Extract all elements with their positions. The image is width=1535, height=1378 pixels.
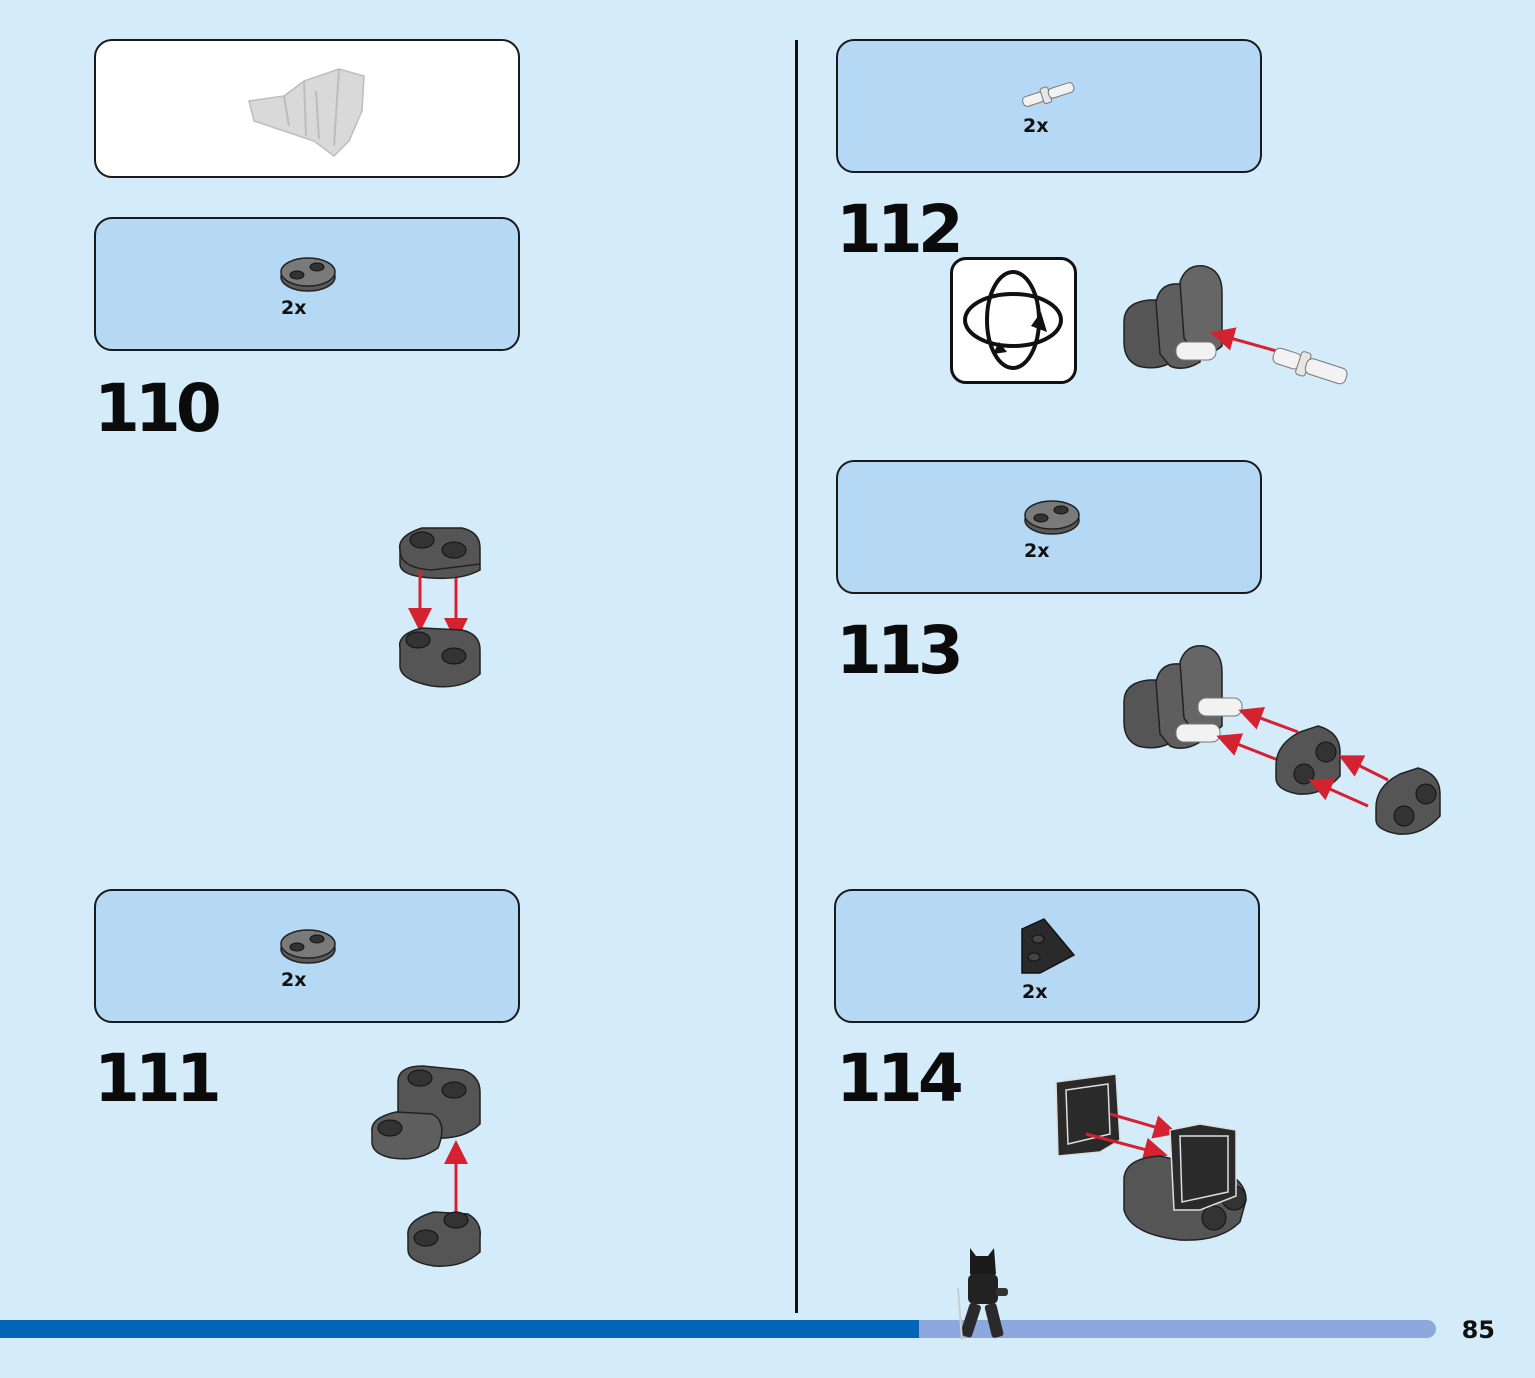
plate-bottom [398,627,481,688]
submodel-preview-icon [248,68,365,157]
wedge-plate-black-icon [1021,918,1076,974]
step-112-illustration [1123,265,1348,385]
part-quantity: 2x [1023,115,1049,137]
minifigure-mascot-icon [957,1248,1008,1341]
step-110-illustration [398,527,481,688]
part-quantity: 2x [281,969,307,991]
plate-top [398,527,481,580]
plate-1x2-rounded-dark-gray-icon [280,929,336,964]
step-113-illustration [1123,645,1441,835]
part-quantity: 2x [1024,540,1050,562]
step-number-111: 111 [94,1040,222,1117]
plate-1x2-rounded-dark-gray-icon [1024,500,1080,535]
submodel-preview-box [94,39,520,178]
step-number-114: 114 [836,1040,964,1117]
plate-1x2-rounded-dark-gray-icon [280,257,336,292]
rotate-model-icon [963,270,1063,370]
parts-box-step-111: 2x [94,889,520,1023]
technic-pin-white-icon [1022,82,1075,107]
column-divider [795,40,798,1313]
step-number-113: 113 [836,612,964,689]
step-number-110: 110 [94,370,222,447]
page-progress-fill [0,1320,920,1338]
step-114-illustration [1055,1073,1247,1241]
parts-box-step-110: 2x [94,217,520,351]
page-number: 85 [1461,1316,1495,1344]
part-quantity: 2x [1022,981,1048,1003]
parts-box-step-112: 2x [836,39,1262,173]
step-111-illustration [371,1065,481,1267]
rotate-model-callout [950,257,1077,384]
parts-box-step-114: 2x [834,889,1260,1023]
part-quantity: 2x [281,297,307,319]
parts-box-step-113: 2x [836,460,1262,594]
step-number-112: 112 [836,191,964,268]
